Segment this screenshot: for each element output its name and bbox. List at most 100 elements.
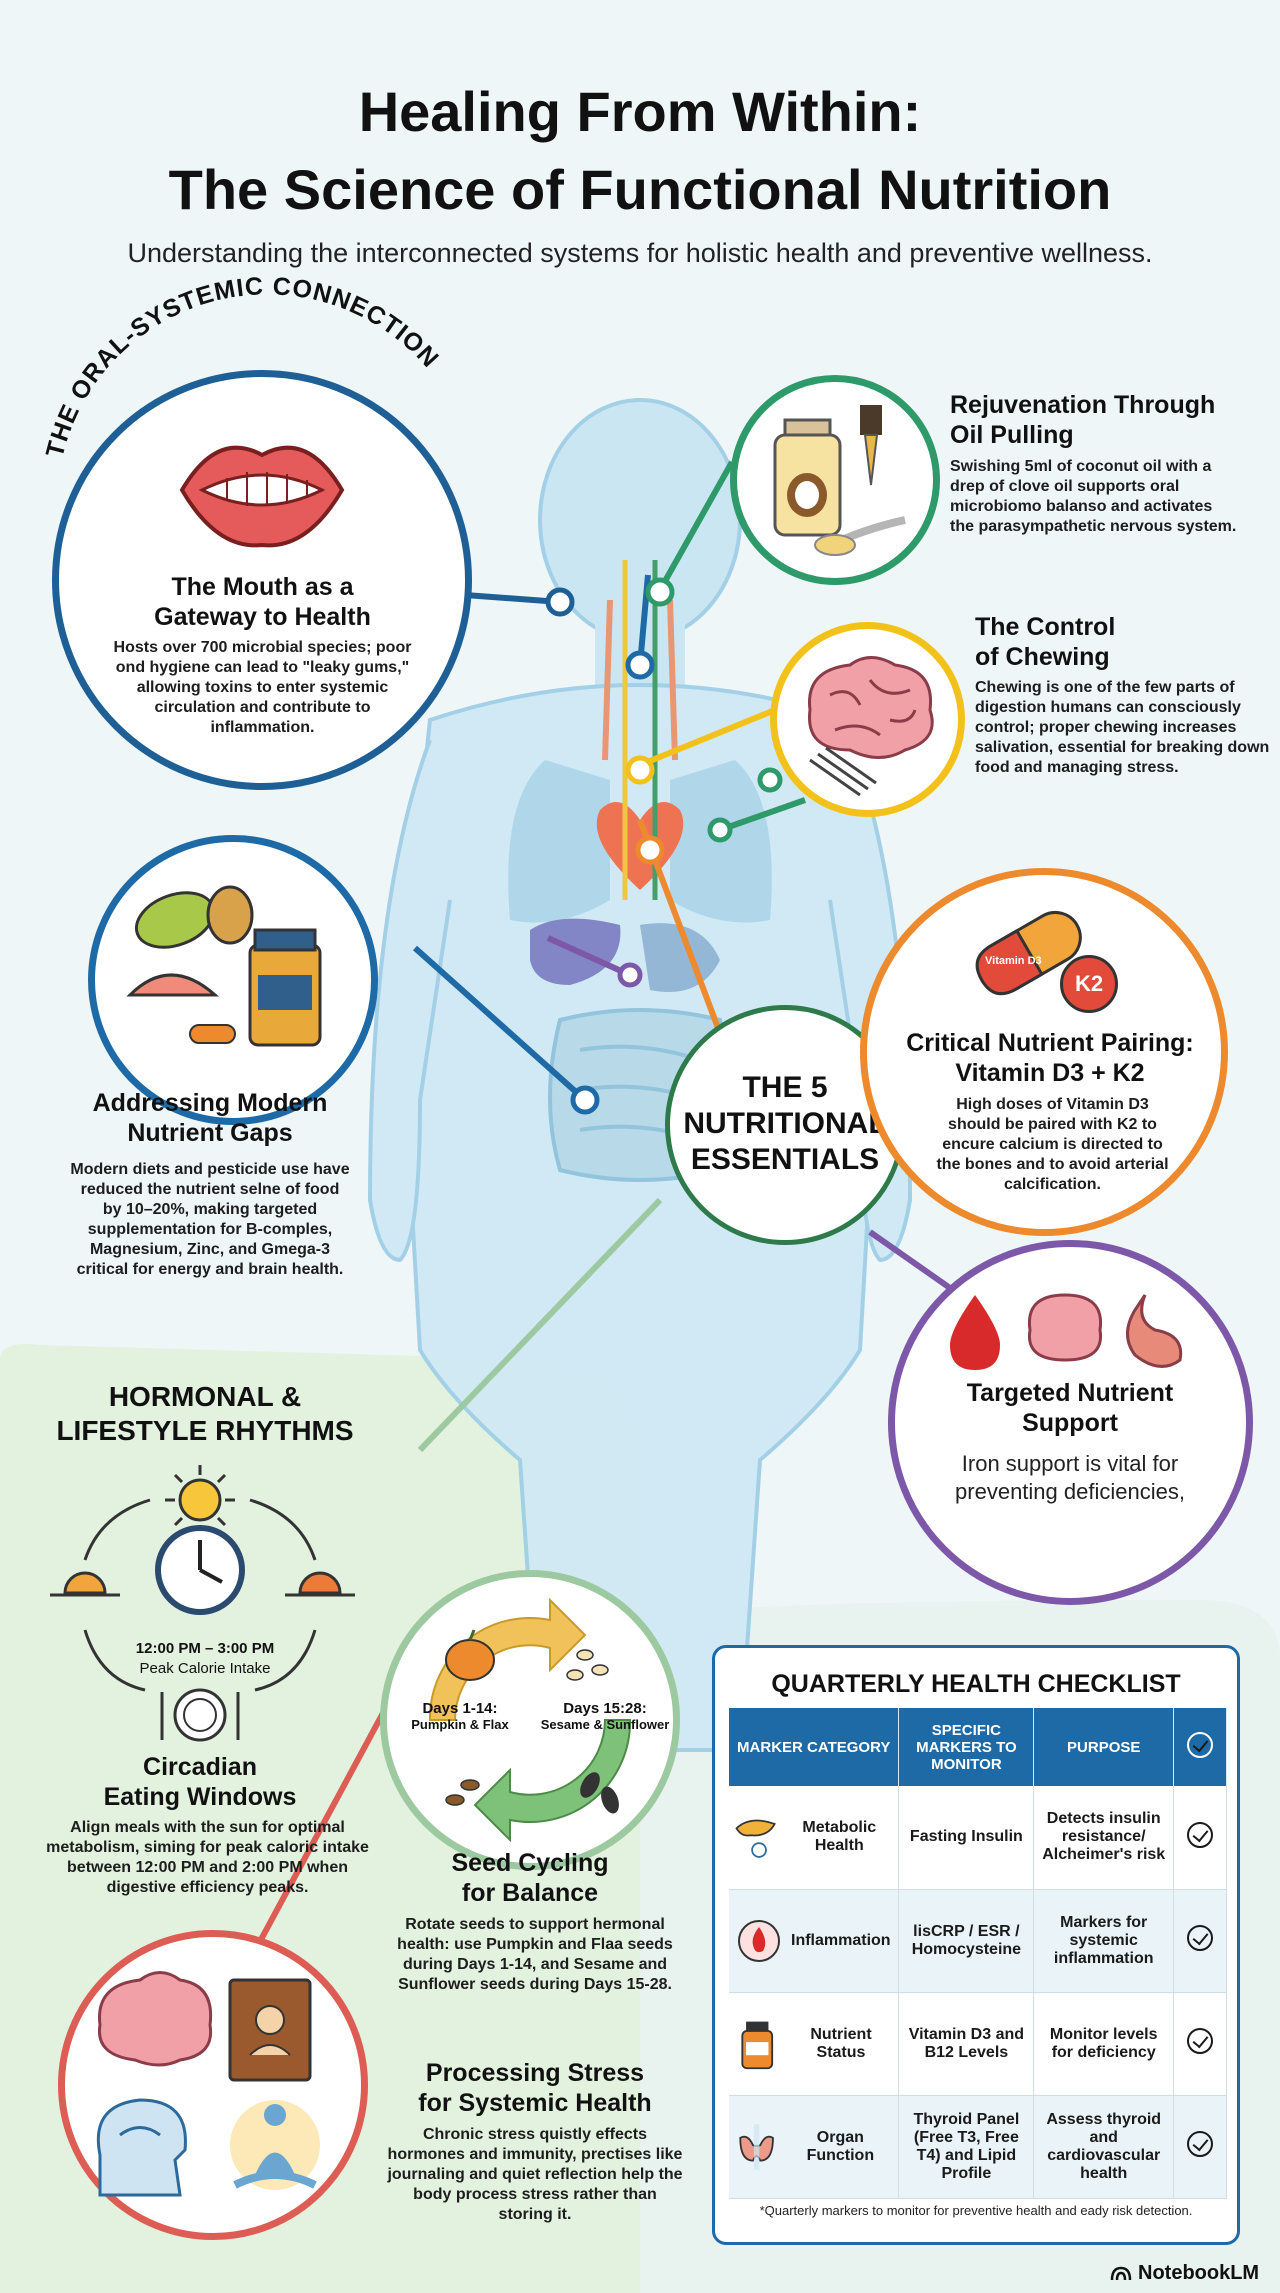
check-icon[interactable]	[1187, 2131, 1214, 2157]
capsule-icon	[975, 911, 1082, 996]
chewing-body: Chewing is one of the few parts of diges…	[975, 679, 1270, 776]
seed-phase-1-line-1: Days 1-14:	[422, 1700, 498, 1717]
quarterly-checklist: QUARTERLY HEALTH CHECKLIST MARKER CATEGO…	[712, 1645, 1240, 2245]
nutrient-gaps-heading-line-2: Nutrient Gaps	[127, 1119, 293, 1147]
targeted-heading-line-1: Targeted Nutrient	[966, 1379, 1174, 1407]
seed-heading-line-2: for Balance	[461, 1879, 599, 1907]
table-row: Organ Function Thyroid Panel (Free T3, F…	[729, 2095, 1227, 2199]
oral-body: Hosts over 700 microbial species; poor o…	[113, 639, 412, 736]
check-icon	[1187, 1732, 1214, 1758]
checklist-title: QUARTERLY HEALTH CHECKLIST	[771, 1670, 1181, 1698]
essentials-line-1: THE 5	[742, 1071, 828, 1104]
journal-icon	[228, 1978, 312, 2082]
supplement-bottle-icon-2	[741, 2021, 774, 2069]
dropper-icon	[860, 405, 882, 435]
oil-pulling-heading: Rejuvenation Through Oil Pulling	[950, 390, 1270, 450]
lips-icon	[179, 445, 345, 548]
seed-phase-1: Days 1-14: Pumpkin & Flax	[405, 1700, 515, 1732]
seed-phase-1-line-2: Pumpkin & Flax	[411, 1717, 509, 1732]
d3k2-heading-line-2: Vitamin D3 + K2	[955, 1059, 1145, 1087]
table-row: Inflammation lisCRP / ESR / Homocysteine…	[729, 1889, 1227, 1993]
check-cell[interactable]	[1173, 1992, 1227, 2096]
category-text: Nutrient Status	[810, 2025, 872, 2061]
chewing-heading-line-2: of Chewing	[975, 643, 1110, 671]
inflammation-icon	[738, 1919, 780, 1962]
clock-icon	[155, 1525, 245, 1615]
logo-icon	[1110, 2266, 1132, 2280]
check-icon[interactable]	[1187, 1821, 1214, 1848]
fruit-icon	[126, 885, 322, 1047]
connector-nodes	[545, 577, 783, 1115]
category-cell: Nutrient Status	[729, 1992, 900, 2096]
oral-heading-line-1: The Mouth as a	[171, 573, 354, 601]
oil-pulling-heading-line-2: Oil Pulling	[950, 421, 1074, 449]
pancreas-icon	[735, 1819, 776, 1859]
oil-bottle-icon	[773, 405, 906, 556]
nutrient-gaps-heading-line-1: Addressing Modern	[92, 1089, 328, 1117]
blood-drop-icon	[950, 1295, 1000, 1370]
seed-body: Rotate seeds to support hermonal health:…	[397, 1916, 673, 1993]
markers-cell: Thyroid Panel (Free T3, Free T4) and Lip…	[898, 2095, 1035, 2199]
targeted-body: Iron support is vital for preventing def…	[955, 1451, 1185, 1504]
hormonal-heading: HORMONAL & LIFESTYLE RHYTHMS	[20, 1380, 390, 1448]
stress-heading-line-2: for Systemic Health	[418, 2089, 652, 2117]
targeted-heading: Targeted Nutrient Support	[905, 1378, 1235, 1438]
circadian-heading-line-1: Circadian	[143, 1753, 257, 1781]
stress-heading-line-1: Processing Stress	[425, 2059, 645, 2087]
stress-heading: Processing Stress for Systemic Health	[375, 2058, 695, 2118]
circadian-time-label: 12:00 PM – 3:00 PM	[135, 1640, 275, 1657]
checklist-header-row: MARKER CATEGORY SPECIFIC MARKERS TO MONI…	[729, 1708, 1227, 1786]
page-subtitle: Understanding the interconnected systems…	[127, 238, 1153, 268]
header-specific-markers: SPECIFIC MARKERS TO MONITOR	[898, 1708, 1035, 1786]
essentials-hub-label: THE 5 NUTRITIONAL ESSENTIALS	[665, 1070, 905, 1178]
check-icon[interactable]	[1187, 2028, 1214, 2054]
d3k2-heading-line-1: Critical Nutrient Pairing:	[906, 1029, 1194, 1057]
category-text: Inflammation	[791, 1931, 891, 1949]
oral-heading: The Mouth as a Gateway to Health	[120, 572, 405, 632]
table-row: Nutrient Status Vitamin D3 and B12 Level…	[729, 1992, 1227, 2096]
stress-icon-circle	[58, 1930, 368, 2240]
brand-name: NotebookLM	[1138, 2262, 1260, 2284]
sunrise-icon	[50, 1571, 120, 1597]
circadian-time-sub: Peak Calorie Intake	[139, 1660, 271, 1677]
head-icon	[96, 2098, 187, 2197]
seed-cycle-diagram	[428, 1597, 632, 1843]
stomach-icon	[1126, 1294, 1183, 1368]
check-cell[interactable]	[1173, 1786, 1227, 1890]
seed-phase-2-line-2: Sesame & Sunflower	[540, 1717, 670, 1732]
purpose-cell: Assess thyroid and cardiovascular health	[1033, 2095, 1175, 2199]
seed-heading: Seed Cycling for Balance	[380, 1848, 680, 1908]
k2-tab-icon: K2	[1060, 955, 1118, 1013]
category-cell: Inflammation	[729, 1889, 900, 1993]
stress-body: Chronic stress quistly effects hormones …	[387, 2126, 683, 2223]
category-text: Metabolic Health	[802, 1819, 877, 1855]
essentials-line-2: NUTRITIONAL	[683, 1107, 887, 1140]
brain-icon	[808, 656, 934, 797]
essentials-line-3: ESSENTIALS	[690, 1143, 880, 1176]
checklist-footnote: *Quarterly markers to monitor for preven…	[759, 2203, 1193, 2218]
markers-cell: Vitamin D3 and B12 Levels	[898, 1992, 1035, 2096]
oral-systemic-card	[52, 370, 472, 790]
d3k2-heading: Critical Nutrient Pairing: Vitamin D3 + …	[880, 1028, 1220, 1088]
circadian-cycle-diagram	[50, 1465, 355, 1742]
check-cell[interactable]	[1173, 1889, 1227, 1993]
seed-heading-line-1: Seed Cycling	[451, 1849, 609, 1877]
seeds-icon	[445, 1649, 619, 1814]
nutrient-gaps-heading: Addressing Modern Nutrient Gaps	[60, 1088, 360, 1148]
header-marker-category: MARKER CATEGORY	[729, 1708, 900, 1786]
checklist-table: MARKER CATEGORY SPECIFIC MARKERS TO MONI…	[729, 1708, 1227, 2199]
plate-icon	[160, 1688, 240, 1742]
sun-icon	[165, 1465, 235, 1535]
table-row: Metabolic Health Fasting Insulin Detects…	[729, 1786, 1227, 1890]
circadian-heading: Circadian Eating Windows	[30, 1752, 370, 1812]
hormonal-heading-line-2: LIFESTYLE RHYTHMS	[56, 1415, 354, 1446]
check-cell[interactable]	[1173, 2095, 1227, 2199]
purpose-cell: Markers for systemic inflammation	[1033, 1889, 1175, 1993]
check-icon[interactable]	[1187, 1925, 1214, 1951]
oil-pulling-body: Swishing 5ml of coconut oil with a drep …	[950, 458, 1237, 535]
chewing-heading-line-1: The Control	[975, 613, 1116, 641]
category-text: Organ Function	[806, 2128, 875, 2164]
seed-phase-2: Days 15:28: Sesame & Sunflower	[535, 1700, 675, 1732]
header-purpose: PURPOSE	[1033, 1708, 1175, 1786]
